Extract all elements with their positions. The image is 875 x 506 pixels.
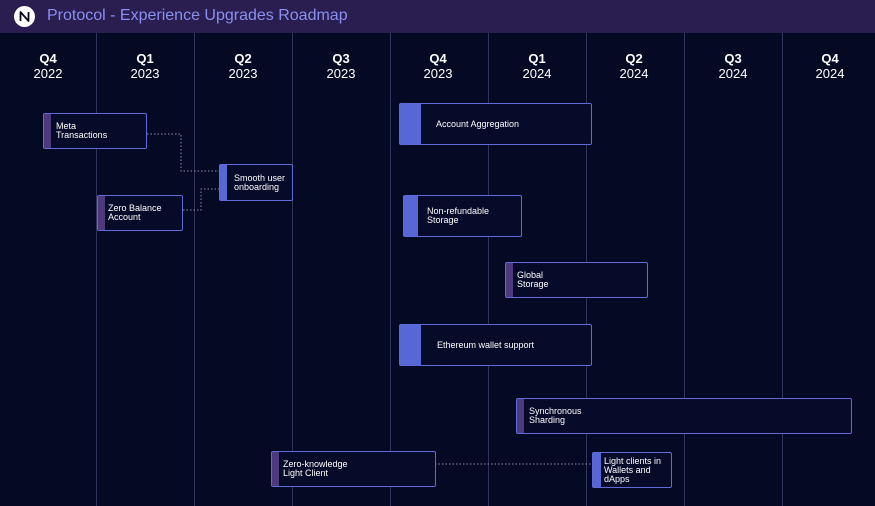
column-divider bbox=[390, 33, 391, 506]
column-divider bbox=[96, 33, 97, 506]
item-label: Smooth user onboarding bbox=[234, 172, 286, 192]
item-accent-bar bbox=[517, 399, 524, 433]
roadmap-timeline: Q4 2022 Q1 2023 Q2 2023 Q3 2023 Q4 2023 … bbox=[0, 33, 875, 506]
item-label: Meta Transactions bbox=[56, 121, 108, 140]
quarter-label: Q4 2024 bbox=[790, 51, 870, 81]
item-label: Non-refundable Storage bbox=[427, 206, 490, 225]
item-accent-bar bbox=[220, 165, 227, 200]
quarter-year: 2024 bbox=[718, 66, 748, 81]
item-accent-bar bbox=[404, 196, 418, 236]
quarter-label: Q2 2024 bbox=[594, 51, 674, 81]
quarter-name: Q4 bbox=[429, 51, 447, 66]
roadmap-item-meta-transactions[interactable]: Meta Transactions bbox=[43, 113, 147, 149]
column-divider bbox=[488, 33, 489, 506]
quarter-label: Q1 2024 bbox=[497, 51, 577, 81]
roadmap-item-ethereum-wallet-support[interactable]: Ethereum wallet support bbox=[399, 324, 592, 366]
item-accent-bar bbox=[400, 325, 421, 365]
quarter-name: Q1 bbox=[528, 51, 546, 66]
roadmap-item-light-clients-wallets[interactable]: Light clients in Wallets and dApps bbox=[592, 452, 672, 488]
item-accent-bar bbox=[506, 263, 513, 297]
item-label: Account Aggregation bbox=[436, 118, 520, 129]
quarter-year: 2023 bbox=[326, 66, 356, 81]
page-title: Protocol - Experience Upgrades Roadmap bbox=[47, 7, 348, 24]
column-divider bbox=[292, 33, 293, 506]
item-accent-bar bbox=[593, 453, 601, 487]
column-divider bbox=[782, 33, 783, 506]
item-accent-bar bbox=[44, 114, 51, 148]
quarter-year: 2023 bbox=[423, 66, 453, 81]
quarter-year: 2023 bbox=[228, 66, 258, 81]
quarter-year: 2024 bbox=[619, 66, 649, 81]
quarter-label: Q4 2023 bbox=[398, 51, 478, 81]
roadmap-item-non-refundable-storage[interactable]: Non-refundable Storage bbox=[403, 195, 522, 237]
quarter-year: 2022 bbox=[33, 66, 63, 81]
dependency-connectors bbox=[147, 133, 592, 465]
roadmap-item-global-storage[interactable]: Global Storage bbox=[505, 262, 648, 298]
quarter-name: Q3 bbox=[332, 51, 350, 66]
quarter-year: 2023 bbox=[130, 66, 160, 81]
quarter-name: Q1 bbox=[136, 51, 154, 66]
column-divider bbox=[194, 33, 195, 506]
quarter-label: Q4 2022 bbox=[8, 51, 88, 81]
roadmap-item-account-aggregation[interactable]: Account Aggregation bbox=[399, 103, 592, 145]
roadmap-item-smooth-onboarding[interactable]: Smooth user onboarding bbox=[219, 164, 293, 201]
item-accent-bar bbox=[400, 104, 421, 144]
item-label: Synchronous Sharding bbox=[529, 406, 582, 425]
quarter-label: Q1 2023 bbox=[105, 51, 185, 81]
quarter-name: Q4 bbox=[39, 51, 57, 66]
item-label: Light clients in Wallets and dApps bbox=[604, 455, 662, 484]
item-label: Ethereum wallet support bbox=[437, 339, 535, 350]
quarter-year: 2024 bbox=[815, 66, 845, 81]
roadmap-item-zero-balance-account[interactable]: Zero Balance Account bbox=[97, 195, 183, 231]
quarter-year: 2024 bbox=[522, 66, 552, 81]
quarter-name: Q2 bbox=[625, 51, 643, 66]
connector-line bbox=[147, 133, 220, 172]
quarter-name: Q3 bbox=[724, 51, 742, 66]
column-divider bbox=[684, 33, 685, 506]
item-label: Zero Balance Account bbox=[108, 203, 162, 222]
header-bar: Protocol - Experience Upgrades Roadmap bbox=[0, 0, 875, 33]
item-label: Global Storage bbox=[517, 270, 549, 289]
near-logo-icon bbox=[14, 6, 35, 27]
roadmap-item-synchronous-sharding[interactable]: Synchronous Sharding bbox=[516, 398, 852, 434]
quarter-name: Q2 bbox=[234, 51, 252, 66]
quarter-label: Q2 2023 bbox=[203, 51, 283, 81]
item-label: Zero-knowledge Light Client bbox=[283, 459, 348, 478]
roadmap-item-zk-light-client[interactable]: Zero-knowledge Light Client bbox=[271, 451, 436, 487]
quarter-label: Q3 2023 bbox=[301, 51, 381, 81]
connector-line bbox=[183, 188, 220, 211]
quarter-name: Q4 bbox=[821, 51, 839, 66]
item-accent-bar bbox=[98, 196, 105, 230]
quarter-label: Q3 2024 bbox=[693, 51, 773, 81]
item-accent-bar bbox=[272, 452, 279, 486]
